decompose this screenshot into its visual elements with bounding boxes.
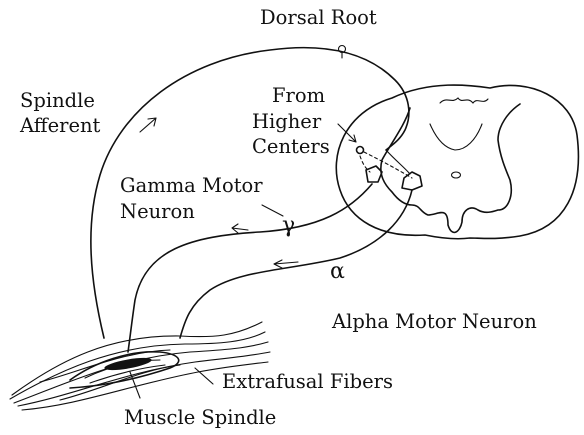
gamma-symbol: γ <box>282 213 295 238</box>
alpha-motor-neuron-label: Alpha Motor Neuron <box>331 310 537 333</box>
spindle-afferent-label-1: Spindle <box>20 89 95 112</box>
central-canal <box>452 172 461 178</box>
afferent-arrow <box>140 118 156 132</box>
extrafusal-fibers-label: Extrafusal Fibers <box>222 370 393 393</box>
gamma-soma <box>366 166 382 182</box>
alpha-symbol: α <box>330 259 345 284</box>
grey-matter-inner <box>430 124 482 150</box>
alpha-soma <box>402 172 422 190</box>
higher-centers-arrow <box>338 124 356 142</box>
from-higher-label-1: From <box>272 84 325 107</box>
from-higher-label-2: Higher <box>252 110 322 133</box>
dorsal-sulcus <box>440 98 488 103</box>
dorsal-root-label: Dorsal Root <box>260 6 377 29</box>
gamma-label-2: Neuron <box>120 200 195 223</box>
spindle-afferent-label-2: Afferent <box>19 114 101 137</box>
muscle-spindle-label: Muscle Spindle <box>124 406 276 429</box>
gamma-arrow <box>232 224 248 233</box>
descending-soma <box>357 147 364 154</box>
spinal-cord-outline <box>336 85 578 239</box>
gamma-pointer <box>262 205 283 216</box>
gamma-label-1: Gamma Motor <box>120 174 263 197</box>
muscle-spindle <box>70 352 179 388</box>
descending-dashed <box>360 152 412 178</box>
from-higher-label-3: Centers <box>252 135 330 158</box>
